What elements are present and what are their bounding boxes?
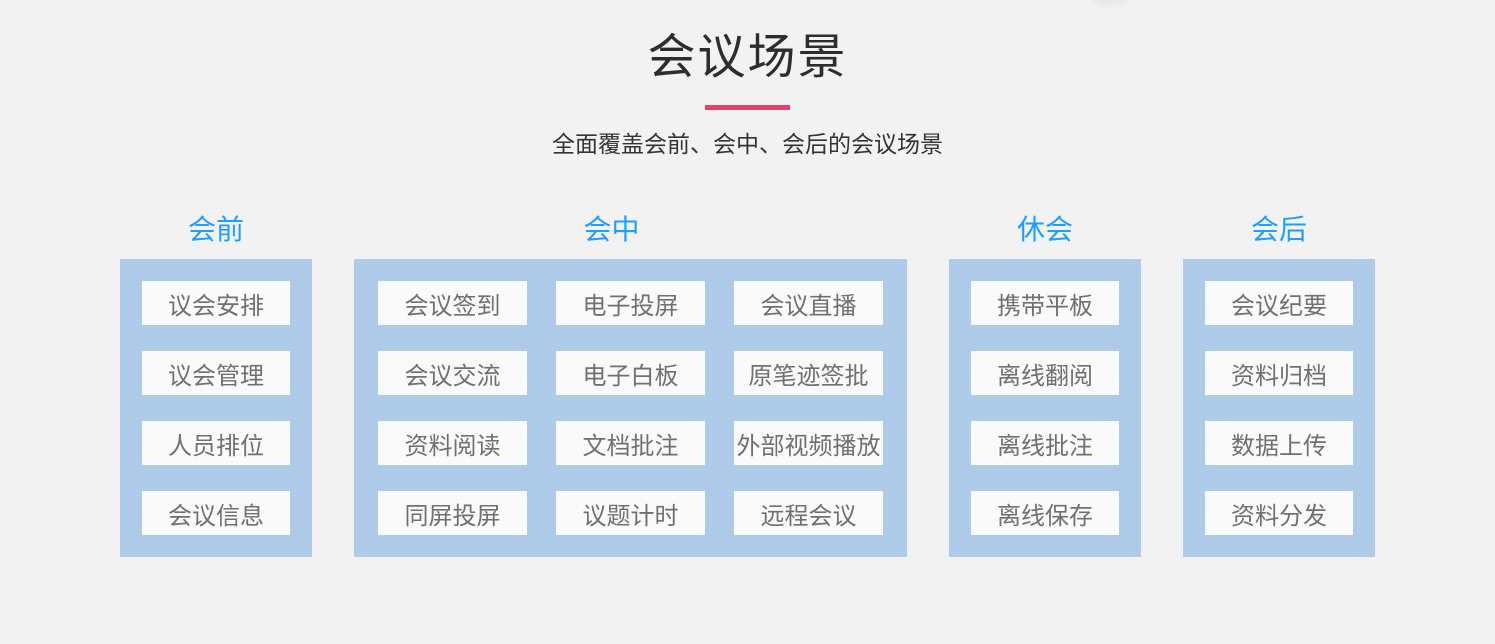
page-title: 会议场景 <box>647 31 848 84</box>
column-during: 会中会议签到电子投屏会议直播会议交流电子白板原笔迹签批资料阅读文档批注外部视频播… <box>354 213 907 557</box>
page-subtitle: 全面覆盖会前、会中、会后的会议场景 <box>552 131 943 157</box>
feature-card: 会议信息 <box>142 491 290 535</box>
column-panel-during: 会议签到电子投屏会议直播会议交流电子白板原笔迹签批资料阅读文档批注外部视频播放同… <box>354 259 907 557</box>
feature-card: 同屏投屏 <box>378 491 527 535</box>
feature-card: 议题计时 <box>556 491 705 535</box>
column-panel-pre: 议会安排议会管理人员排位会议信息 <box>120 259 312 557</box>
top-edge-shadow-artifact <box>1092 0 1128 5</box>
column-header-during: 会中 <box>583 214 640 245</box>
feature-card: 文档批注 <box>556 421 705 465</box>
column-post: 会后会议纪要资料归档数据上传资料分发 <box>1183 213 1375 557</box>
page-header: 会议场景 全面覆盖会前、会中、会后的会议场景 <box>0 0 1495 158</box>
feature-card: 远程会议 <box>734 491 883 535</box>
feature-card: 会议直播 <box>734 281 883 325</box>
feature-card: 电子白板 <box>556 351 705 395</box>
column-header-post: 会后 <box>1250 214 1307 245</box>
scenario-columns: 会前议会安排议会管理人员排位会议信息会中会议签到电子投屏会议直播会议交流电子白板… <box>0 213 1495 557</box>
feature-card: 资料分发 <box>1205 491 1353 535</box>
feature-card: 议会安排 <box>142 281 290 325</box>
feature-card: 会议纪要 <box>1205 281 1353 325</box>
feature-card: 会议交流 <box>378 351 527 395</box>
feature-card: 携带平板 <box>971 281 1119 325</box>
feature-card: 人员排位 <box>142 421 290 465</box>
title-divider <box>705 105 790 110</box>
feature-card: 离线保存 <box>971 491 1119 535</box>
feature-card: 原笔迹签批 <box>734 351 883 395</box>
column-panel-post: 会议纪要资料归档数据上传资料分发 <box>1183 259 1375 557</box>
feature-card: 议会管理 <box>142 351 290 395</box>
column-recess: 休会携带平板离线翻阅离线批注离线保存 <box>949 213 1141 557</box>
column-header-pre: 会前 <box>187 214 244 245</box>
column-panel-recess: 携带平板离线翻阅离线批注离线保存 <box>949 259 1141 557</box>
feature-card: 会议签到 <box>378 281 527 325</box>
feature-card: 电子投屏 <box>556 281 705 325</box>
feature-card: 资料阅读 <box>378 421 527 465</box>
column-pre: 会前议会安排议会管理人员排位会议信息 <box>120 213 312 557</box>
feature-card: 离线翻阅 <box>971 351 1119 395</box>
feature-card: 外部视频播放 <box>734 421 883 465</box>
feature-card: 资料归档 <box>1205 351 1353 395</box>
feature-card: 数据上传 <box>1205 421 1353 465</box>
feature-card: 离线批注 <box>971 421 1119 465</box>
column-header-recess: 休会 <box>1016 214 1073 245</box>
